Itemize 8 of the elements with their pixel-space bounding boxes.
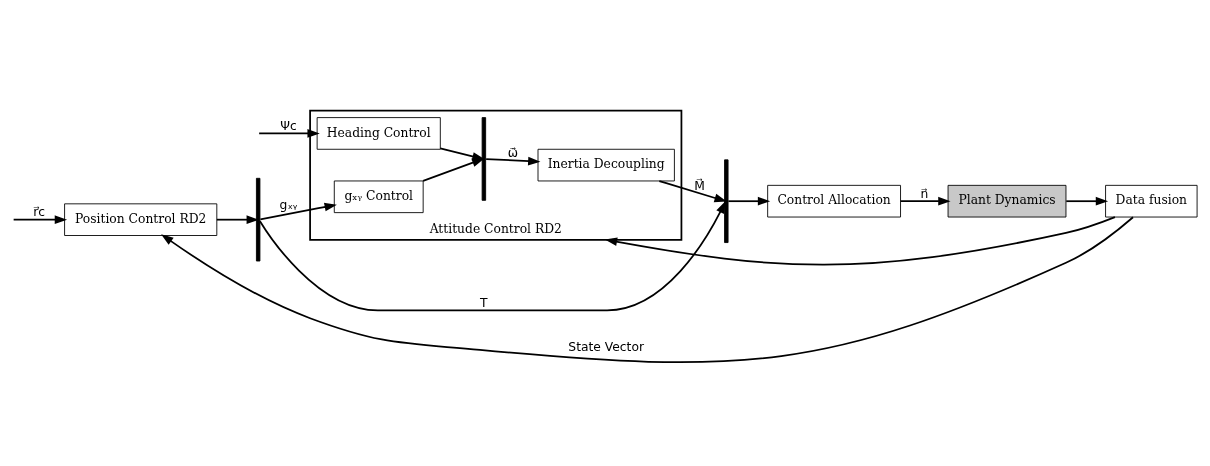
edge-label: n⃗ bbox=[920, 186, 929, 201]
edge-label: T bbox=[480, 295, 488, 310]
edge-label: M⃗ bbox=[694, 178, 705, 193]
edge-label: State Vector bbox=[568, 339, 645, 354]
edge-label: Ψc bbox=[280, 119, 297, 134]
edge-label: gₓᵧ bbox=[279, 198, 298, 213]
edge-label: r⃗c bbox=[33, 205, 45, 220]
edge-label: ω̇⃗ bbox=[507, 146, 519, 161]
